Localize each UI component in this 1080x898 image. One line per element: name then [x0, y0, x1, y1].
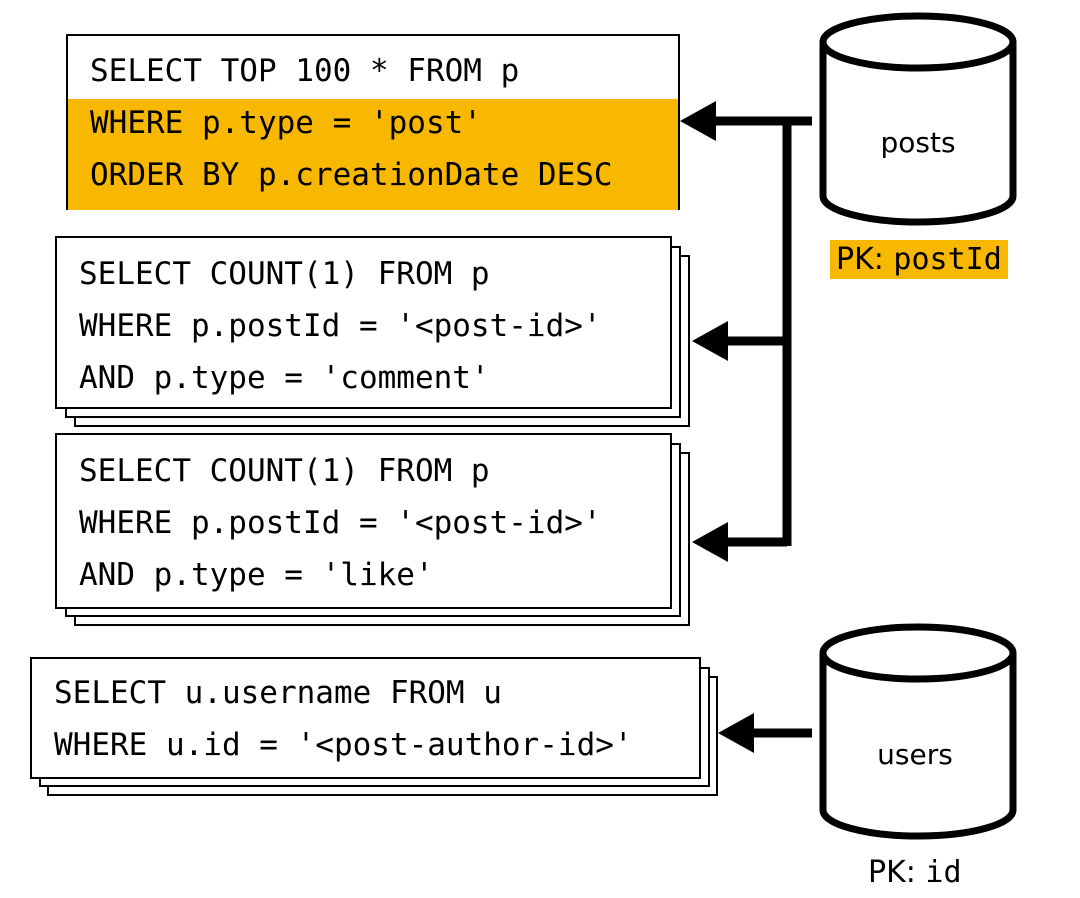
- posts-database-label: posts: [880, 126, 956, 159]
- query-line: AND p.type = 'like': [79, 557, 434, 593]
- pk-value: id: [925, 855, 962, 890]
- arrow-to-top-posts-icon: [680, 101, 716, 141]
- arrow-to-username-icon: [718, 713, 754, 753]
- posts-database-icon: [819, 12, 1017, 226]
- pk-prefix: PK:: [868, 855, 926, 890]
- users-database-icon: [819, 623, 1017, 840]
- query-comment-count: SELECT COUNT(1) FROM p WHERE p.postId = …: [55, 236, 672, 409]
- query-line: ORDER BY p.creationDate DESC: [90, 157, 613, 193]
- query-line: WHERE p.type = 'post': [90, 105, 482, 141]
- pk-prefix: PK:: [836, 242, 894, 277]
- query-line: WHERE u.id = '<post-author-id>': [54, 727, 633, 763]
- users-partition-key: PK: id: [862, 853, 968, 892]
- query-username: SELECT u.username FROM u WHERE u.id = '<…: [30, 657, 701, 779]
- query-highlight: [68, 99, 678, 210]
- query-like-count: SELECT COUNT(1) FROM p WHERE p.postId = …: [55, 433, 672, 609]
- query-line: SELECT COUNT(1) FROM p: [79, 453, 490, 489]
- query-top-posts: SELECT TOP 100 * FROM p WHERE p.type = '…: [66, 34, 680, 210]
- pk-value: postId: [893, 242, 1002, 277]
- users-database-label: users: [877, 738, 953, 771]
- arrow-to-like-count-icon: [692, 522, 728, 562]
- arrow-to-comment-count-icon: [692, 321, 728, 361]
- posts-connector: [708, 116, 812, 547]
- query-line: WHERE p.postId = '<post-id>': [79, 505, 602, 541]
- posts-partition-key: PK: postId: [830, 240, 1008, 279]
- query-line: WHERE p.postId = '<post-id>': [79, 308, 602, 344]
- query-line: SELECT TOP 100 * FROM p: [90, 53, 520, 89]
- query-line: AND p.type = 'comment': [79, 360, 490, 396]
- query-line: SELECT u.username FROM u: [54, 675, 502, 711]
- query-line: SELECT COUNT(1) FROM p: [79, 256, 490, 292]
